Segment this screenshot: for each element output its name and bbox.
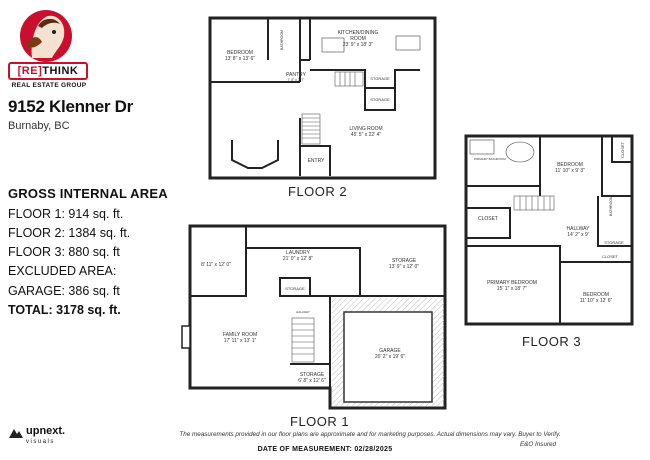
brand-logo xyxy=(8,6,86,92)
floor3-stairs xyxy=(469,139,555,211)
f1-family-label: FAMILY ROOM xyxy=(223,332,257,338)
f2-kitchen-label: KITCHEN/DINING xyxy=(338,30,379,36)
upnext-subtitle: visuals xyxy=(26,439,55,445)
f1-laundry-dim: 21' 0" x 12' 8" xyxy=(283,256,313,262)
floor2-label: FLOOR 2 xyxy=(288,184,348,199)
disclaimer-text: The measurements provided in our floor p… xyxy=(179,431,561,438)
f1-storage1-label: STORAGE xyxy=(392,258,417,264)
f1-family-dim: 17' 11" x 13' 1" xyxy=(224,338,257,344)
f2-pantry-label: PANTRY xyxy=(286,72,306,78)
f3-closet2-label: CLOSET xyxy=(620,141,625,158)
f1-room1-dim: 8' 11" x 12' 0" xyxy=(201,262,231,268)
floor3-plan xyxy=(464,134,634,326)
area-heading: GROSS INTERNAL AREA xyxy=(8,186,168,201)
upnext-logo-icon xyxy=(8,426,24,440)
f1-garage-dim: 20' 2" x 19' 6" xyxy=(375,354,405,360)
f3-primary-bath-label: PRIMARY BATHROOM xyxy=(474,157,506,161)
f1-storage2-label: STORAGE xyxy=(285,286,305,291)
f3-bedroom1-dim: 11' 10" x 9' 3" xyxy=(555,168,585,174)
garage-floor xyxy=(343,311,433,403)
f2-entry-label: ENTRY xyxy=(308,158,326,164)
area-garage: GARAGE: 386 sq. ft xyxy=(8,284,120,298)
floor3-label: FLOOR 3 xyxy=(522,334,582,349)
floor1-stairs xyxy=(181,317,315,363)
f1-storage3-dim: 6' 8" x 12' 6" xyxy=(298,378,326,384)
f3-bedroom2-dim: 11' 10" x 12' 6" xyxy=(580,298,613,304)
floor1-plan xyxy=(188,224,447,410)
f2-storage2-label: STORAGE xyxy=(370,97,390,102)
f1-laundry-label: LAUNDRY xyxy=(286,250,310,256)
f2-pantry-dim: 7' 0" x 3' 7" xyxy=(287,78,305,82)
area-floor1: FLOOR 1: 914 sq. ft. xyxy=(8,207,124,221)
logo-emblem-icon xyxy=(20,10,72,62)
f2-bathroom-label: BATHROOM xyxy=(280,30,284,50)
property-address: 9152 Klenner Dr xyxy=(8,97,133,116)
eo-insured-text: E&O Insured xyxy=(520,441,557,448)
area-floor3: FLOOR 3: 880 sq. ft xyxy=(8,245,120,259)
area-floor2: FLOOR 2: 1384 sq. ft. xyxy=(8,226,131,240)
f2-living-label: LIVING ROOM xyxy=(349,126,382,132)
brand-wordmark-re: [RE] xyxy=(17,65,43,77)
f3-bedroom1-label: BEDROOM xyxy=(557,162,583,168)
f3-hallway-label: HALLWAY xyxy=(567,226,591,232)
area-total: TOTAL: 3178 sq. ft. xyxy=(8,303,121,317)
floor2-stairs xyxy=(301,35,421,145)
f2-living-dim: 45' 5" x 22' 4" xyxy=(351,132,381,138)
f1-storage1-dim: 13' 9" x 12' 0" xyxy=(389,264,419,270)
f3-closet3-label: CLOSET xyxy=(602,254,619,259)
f2-bedroom-dim: 13' 8" x 13' 6" xyxy=(225,56,255,62)
brand-subtitle: REAL ESTATE GROUP xyxy=(11,82,87,89)
f3-hallway-dim: 14' 2" x 9' xyxy=(567,232,589,238)
f1-hallway-label: HALLWAY xyxy=(296,310,310,314)
floor1-label: FLOOR 1 xyxy=(290,414,350,429)
f3-bedroom2-label: BEDROOM xyxy=(583,292,609,298)
f1-garage-label: GARAGE xyxy=(379,348,401,354)
measurement-date: DATE OF MEASUREMENT: 02/28/2025 xyxy=(257,446,393,453)
f3-closet1-label: CLOSET xyxy=(478,216,498,222)
property-city: Burnaby, BC xyxy=(8,120,70,132)
f1-storage3-label: STORAGE xyxy=(300,372,325,378)
f2-bedroom-label: BEDROOM xyxy=(227,50,253,56)
brand-wordmark-think: THINK xyxy=(42,65,79,77)
f3-primary-dim: 15' 1" x 18' 7" xyxy=(497,286,527,292)
f3-bathroom-label: BATHROOM xyxy=(609,196,613,216)
f2-kitchen-label2: ROOM xyxy=(350,36,366,42)
area-excluded: EXCLUDED AREA: xyxy=(8,264,117,278)
f3-storage-label: STORAGE xyxy=(604,240,624,245)
f2-kitchen-dim: 23' 9" x 18' 3" xyxy=(343,42,373,48)
f3-primary-label: PRIMARY BEDROOM xyxy=(487,280,537,286)
floor2-plan xyxy=(208,16,437,180)
f2-storage1-label: STORAGE xyxy=(370,76,390,81)
brand-wordmark: [RE]THINK xyxy=(8,62,88,80)
upnext-wordmark: upnext. xyxy=(26,425,66,437)
